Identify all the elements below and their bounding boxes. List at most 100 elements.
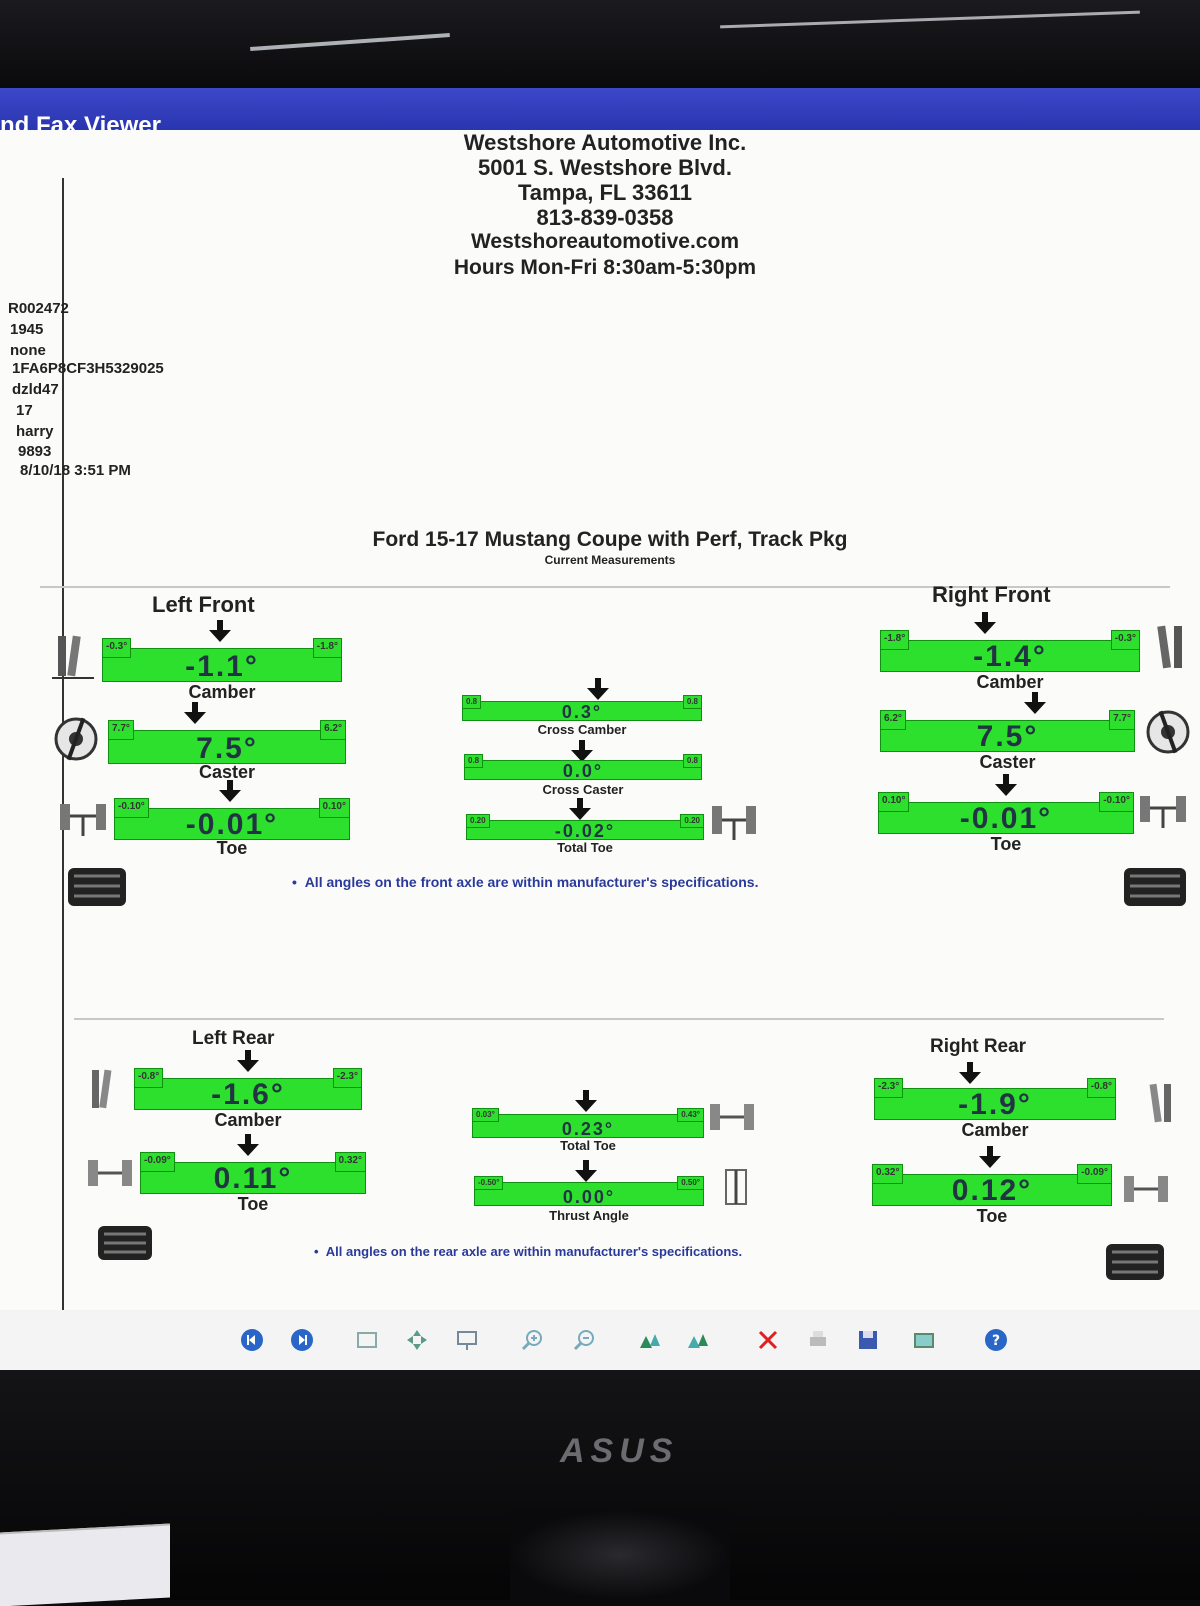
- gauge-min: 0.10°: [878, 792, 910, 812]
- left-front-toe-gauge: -0.10° 0.10° -0.01°: [114, 798, 350, 841]
- thrust-angle-gauge: -0.50° 0.50° 0.00°: [474, 1176, 704, 1207]
- gauge-min: -0.50°: [474, 1176, 504, 1190]
- best-fit-icon[interactable]: [355, 1328, 379, 1352]
- gauge-max: -2.3°: [332, 1068, 362, 1088]
- customer-line: harry: [16, 423, 54, 440]
- gauge-min: -0.09°: [140, 1152, 175, 1172]
- print-icon[interactable]: [806, 1328, 830, 1352]
- front-total-toe-gauge: 0.20 0.20 -0.02°: [466, 814, 704, 841]
- gauge-min: 0.8: [462, 695, 482, 709]
- caster-wheel-icon: [54, 717, 98, 761]
- gauge-value: 0.3°: [561, 702, 603, 722]
- rotate-counterclockwise-icon[interactable]: [686, 1328, 710, 1352]
- tire-tread-icon: [98, 1226, 152, 1260]
- rear-total-toe-gauge: 0.03° 0.43° 0.23°: [472, 1108, 704, 1139]
- save-icon[interactable]: [856, 1328, 880, 1352]
- gauge-value: -1.1°: [185, 650, 259, 683]
- fax-document: Westshore Automotive Inc. 5001 S. Westsh…: [0, 130, 1200, 1352]
- gauge-value: 7.5°: [976, 720, 1039, 753]
- cross-camber-gauge: 0.8 0.8 0.3°: [462, 695, 702, 722]
- gauge-value: -0.02°: [554, 821, 616, 841]
- customer-line: 1FA6P8CF3H5329025: [12, 360, 164, 377]
- customer-line: none: [10, 342, 46, 359]
- toe-axle-icon: [60, 804, 106, 836]
- rear-axle-note-text: All angles on the rear axle are within m…: [325, 1244, 743, 1259]
- right-rear-toe-gauge: 0.32° -0.09° 0.12°: [872, 1164, 1112, 1207]
- gauge-value: 0.23°: [561, 1119, 615, 1139]
- gauge-label: Thrust Angle: [549, 1208, 629, 1223]
- previous-page-icon[interactable]: [240, 1328, 264, 1352]
- total-toe-axle-icon: [712, 806, 756, 840]
- customer-line: 17: [16, 402, 33, 419]
- gauge-min: -0.3°: [102, 638, 132, 658]
- slideshow-icon[interactable]: [455, 1328, 479, 1352]
- rotate-clockwise-icon[interactable]: [638, 1328, 662, 1352]
- shop-website: Westshoreautomotive.com: [470, 230, 739, 253]
- actual-size-icon[interactable]: [405, 1328, 429, 1352]
- gauge-label: Camber: [976, 672, 1044, 692]
- gauge-max: -1.8°: [312, 638, 342, 658]
- camber-wheel-icon: [52, 635, 94, 679]
- help-icon[interactable]: ?: [984, 1328, 1008, 1352]
- toe-axle-icon: [1124, 1176, 1168, 1202]
- gauge-max: 0.43°: [677, 1108, 704, 1122]
- gauge-max: 0.10°: [318, 798, 350, 818]
- gauge-label: Cross Camber: [537, 722, 627, 737]
- front-axle-note: • All angles on the front axle are withi…: [292, 874, 759, 890]
- gauge-max: 0.8: [682, 754, 702, 768]
- gauge-label: Cross Caster: [542, 782, 624, 797]
- monitor-bezel-top: [0, 0, 1200, 88]
- tire-tread-icon: [1124, 868, 1186, 906]
- gauge-min: -1.8°: [880, 630, 910, 650]
- left-rear-camber-gauge: -0.8° -2.3° -1.6°: [134, 1068, 362, 1111]
- gauge-label: Toe: [976, 1206, 1008, 1226]
- shop-name: Westshore Automotive Inc.: [463, 130, 747, 155]
- delete-icon[interactable]: [756, 1328, 780, 1352]
- left-rear-title: Left Rear: [192, 1028, 275, 1049]
- shop-city: Tampa, FL 33611: [517, 180, 693, 205]
- left-front-camber-gauge: -0.3° -1.8° -1.1°: [102, 638, 342, 683]
- gauge-label: Toe: [990, 834, 1022, 854]
- gauge-value: -1.6°: [211, 1078, 285, 1111]
- right-front-camber-gauge: -1.8° -0.3° -1.4°: [880, 630, 1140, 673]
- svg-text:?: ?: [992, 1333, 1000, 1349]
- customer-line: 9893: [18, 443, 52, 460]
- gauge-value: 7.5°: [196, 732, 258, 765]
- gauge-label: Camber: [214, 1110, 282, 1130]
- gauge-max: 0.50°: [677, 1176, 704, 1190]
- gauge-value: -1.9°: [958, 1088, 1032, 1121]
- monitor-screen: nd Fax Viewer Westshore Automotive Inc. …: [0, 88, 1200, 1370]
- rear-separator: [74, 1018, 1164, 1020]
- left-rear-toe-gauge: -0.09° 0.32° 0.11°: [140, 1152, 366, 1195]
- gauge-min: 0.20: [466, 814, 490, 828]
- gauge-value: 0.12°: [951, 1174, 1033, 1207]
- customer-line: dzld47: [12, 381, 59, 398]
- right-rear-camber-gauge: -2.3° -0.8° -1.9°: [874, 1078, 1116, 1121]
- toe-axle-icon: [88, 1160, 132, 1186]
- gauge-label: Camber: [188, 682, 256, 702]
- gauge-max: -0.09°: [1077, 1164, 1112, 1184]
- next-page-icon[interactable]: [290, 1328, 314, 1352]
- gauge-value: 0.11°: [213, 1162, 293, 1195]
- vehicle-name: Ford 15-17 Mustang Coupe with Perf, Trac…: [372, 528, 848, 551]
- zoom-in-icon[interactable]: [520, 1328, 544, 1352]
- toe-axle-icon: [1140, 796, 1186, 828]
- gauge-max: 0.32°: [334, 1152, 366, 1172]
- caster-wheel-icon: [1146, 710, 1190, 754]
- zoom-out-icon[interactable]: [572, 1328, 596, 1352]
- open-in-editor-icon[interactable]: [912, 1328, 936, 1352]
- gauge-max: 0.8: [682, 695, 702, 709]
- gauge-min: -0.8°: [134, 1068, 164, 1088]
- left-front-caster-gauge: 7.7° 6.2° 7.5°: [108, 720, 346, 765]
- measurements-subtitle: Current Measurements: [544, 553, 676, 567]
- gauge-label: Total Toe: [560, 1138, 616, 1153]
- cross-caster-gauge: 0.8 0.8 0.0°: [464, 754, 702, 781]
- gauge-label: Toe: [216, 838, 248, 858]
- rear-axle-note: • All angles on the rear axle are within…: [314, 1244, 743, 1259]
- total-toe-axle-icon: [710, 1104, 754, 1130]
- gauge-value: -0.01°: [959, 802, 1053, 835]
- shop-phone: 813-839-0358: [536, 205, 674, 230]
- gauge-min: 6.2°: [880, 710, 906, 730]
- gauge-max: 7.7°: [1109, 710, 1135, 730]
- gauge-label: Total Toe: [557, 840, 613, 855]
